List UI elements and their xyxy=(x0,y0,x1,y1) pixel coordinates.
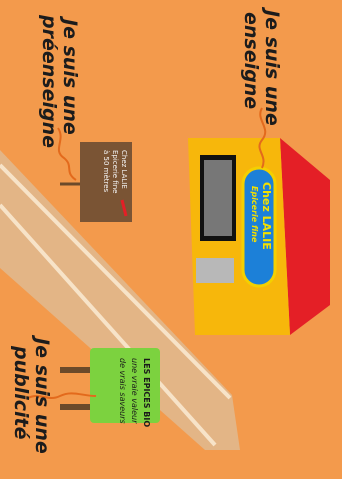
billboard-text: LES EPICES BIO une vraie valeur de vrais… xyxy=(116,358,152,427)
presign-text: Chez LALIE Epicerie fine à 50 mètres xyxy=(101,150,128,193)
caption-publicite-line2: publicité xyxy=(10,338,31,454)
building-door xyxy=(196,258,234,283)
billboard-line2: de vrais saveurs xyxy=(116,358,128,427)
billboard-line1: une vraie valeur xyxy=(128,358,140,427)
caption-preenseigne-line2: préenseigne xyxy=(38,15,59,148)
caption-preenseigne-line1: Je suis une xyxy=(59,15,80,148)
shop-sign-subtitle: Epicerie fine xyxy=(248,182,260,250)
presign-line3: à 50 mètres xyxy=(101,150,110,193)
caption-enseigne-line2: enseigne xyxy=(240,10,261,126)
caption-preenseigne: Je suis une préenseigne xyxy=(38,15,80,148)
shop-sign-name: Chez LALIE xyxy=(260,182,272,250)
presign-line2: Epicerie fine xyxy=(110,150,119,193)
shop-sign-text: Chez LALIE Epicerie fine xyxy=(248,182,272,250)
caption-enseigne-line1: Je suis une xyxy=(261,10,282,126)
caption-publicite: Je suis une publicité xyxy=(10,338,52,454)
caption-publicite-line1: Je suis une xyxy=(31,338,52,454)
billboard-title: LES EPICES BIO xyxy=(140,358,152,427)
presign-line1: Chez LALIE xyxy=(119,150,128,193)
caption-enseigne: Je suis une enseigne xyxy=(240,10,282,126)
